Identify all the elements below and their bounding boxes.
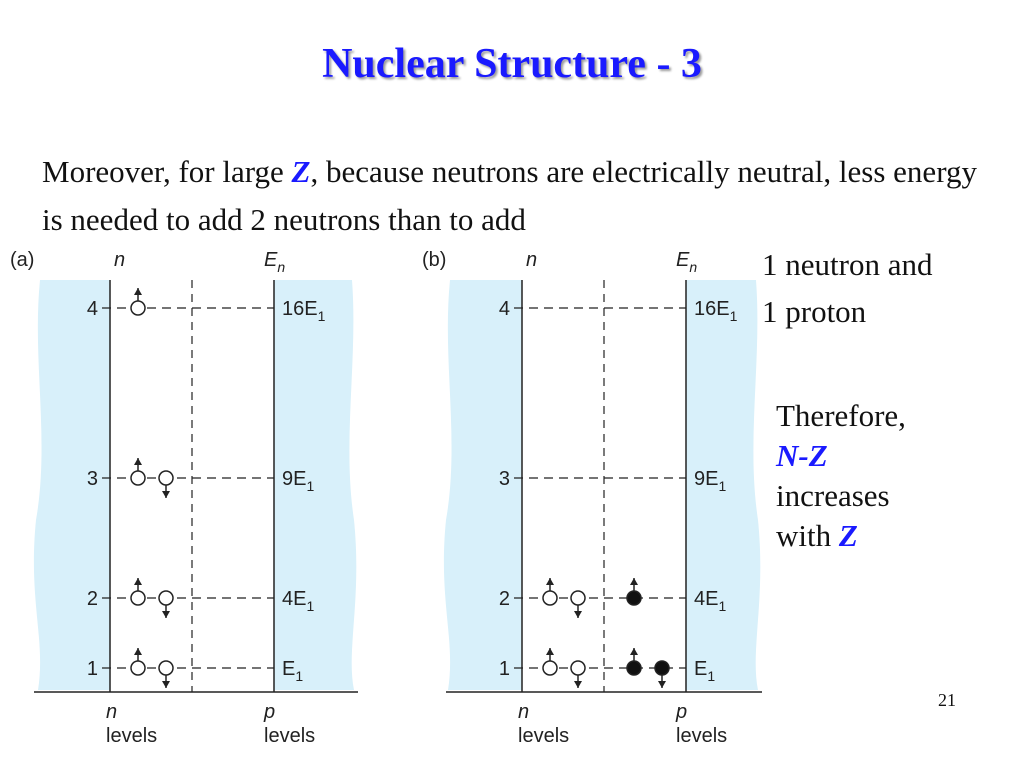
level-4-number: 4 [499, 298, 510, 320]
neutron-2-0-spin-up-head [546, 578, 554, 585]
neutron-1-0-spin-up-head [546, 648, 554, 655]
conclusion-line-3: increases [776, 478, 890, 513]
energy-header: En [264, 249, 285, 275]
level-2-number: 2 [87, 588, 98, 610]
level-2-energy: 4E1 [694, 588, 726, 614]
energy-header: En [676, 249, 697, 275]
level-4-energy: 16E1 [694, 298, 738, 324]
neutron-3-0 [130, 470, 146, 486]
panel-label: (a) [10, 249, 34, 271]
neutron-2-1 [570, 590, 586, 606]
level-1-number: 1 [87, 658, 98, 680]
neutron-2-1-spin-down-head [162, 611, 170, 618]
paragraph-text-2: , because neutrons are electrically neut… [42, 154, 977, 237]
neutron-1-1 [570, 660, 586, 676]
level-4-number: 4 [87, 298, 98, 320]
neutron-4-0 [130, 300, 146, 316]
neutron-3-1-spin-down-head [162, 491, 170, 498]
paragraph-continuation-2: 1 proton [762, 294, 867, 329]
neutron-2-0 [542, 590, 558, 606]
left-potential-well [33, 280, 110, 690]
neutron-2-1 [158, 590, 174, 606]
variable-z: Z [291, 154, 311, 189]
p-levels-word: levels [676, 725, 727, 747]
conclusion-line-4: with Z [776, 516, 906, 556]
neutron-3-1 [158, 470, 174, 486]
neutron-1-1-spin-down-head [574, 681, 582, 688]
level-1-energy: E1 [694, 658, 715, 684]
neutron-1-0 [130, 660, 146, 676]
neutron-4-0-spin-up-head [134, 288, 142, 295]
neutron-1-0 [542, 660, 558, 676]
dash: - [798, 438, 809, 473]
level-3-number: 3 [87, 468, 98, 490]
p-levels-word: levels [264, 725, 315, 747]
proton-1-1-spin-down-head [658, 681, 666, 688]
proton-2-0-spin-up-head [630, 578, 638, 585]
level-3-energy: 9E1 [694, 468, 726, 494]
proton-1-0-spin-up-head [630, 648, 638, 655]
neutron-1-1-spin-down-head [162, 681, 170, 688]
right-potential-well [686, 280, 761, 690]
level-2-number: 2 [499, 588, 510, 610]
variable-z: Z [838, 518, 858, 553]
proton-1-0 [626, 660, 642, 676]
conclusion-with: with [776, 518, 839, 553]
level-4-energy: 16E1 [282, 298, 326, 324]
level-3-energy: 9E1 [282, 468, 314, 494]
n-levels-word: levels [106, 725, 157, 747]
neutron-2-0-spin-up-head [134, 578, 142, 585]
n-header: n [526, 249, 537, 271]
right-potential-well [274, 280, 357, 690]
n-levels-letter: n [518, 701, 529, 723]
neutron-3-0-spin-up-head [134, 458, 142, 465]
paragraph-text-1: Moreover, for large [42, 154, 292, 189]
conclusion-line-2: N-Z [776, 436, 906, 476]
level-2-energy: 4E1 [282, 588, 314, 614]
n-levels-letter: n [106, 701, 117, 723]
left-potential-well [443, 280, 522, 690]
neutron-1-0-spin-up-head [134, 648, 142, 655]
variable-n: N [776, 438, 799, 473]
panel-a [33, 280, 358, 693]
slide-title: Nuclear Structure - 3 [322, 41, 702, 87]
panel-b [443, 280, 762, 693]
level-3-number: 3 [499, 468, 510, 490]
conclusion-text: Therefore, N-Z increases with Z [776, 396, 906, 556]
p-levels-letter: p [263, 701, 275, 723]
variable-z: Z [808, 438, 828, 473]
n-levels-word: levels [518, 725, 569, 747]
paragraph-continuation-1: 1 neutron and [762, 247, 933, 282]
body-paragraph: Moreover, for large Z, because neutrons … [42, 148, 1002, 244]
level-1-energy: E1 [282, 658, 303, 684]
neutron-2-1-spin-down-head [574, 611, 582, 618]
n-header: n [114, 249, 125, 271]
neutron-1-1 [158, 660, 174, 676]
panel-label: (b) [422, 249, 446, 271]
conclusion-line-1: Therefore, [776, 398, 906, 433]
page-number: 21 [938, 690, 956, 710]
proton-2-0 [626, 590, 642, 606]
p-levels-letter: p [675, 701, 687, 723]
level-1-number: 1 [499, 658, 510, 680]
neutron-2-0 [130, 590, 146, 606]
proton-1-1 [654, 660, 670, 676]
